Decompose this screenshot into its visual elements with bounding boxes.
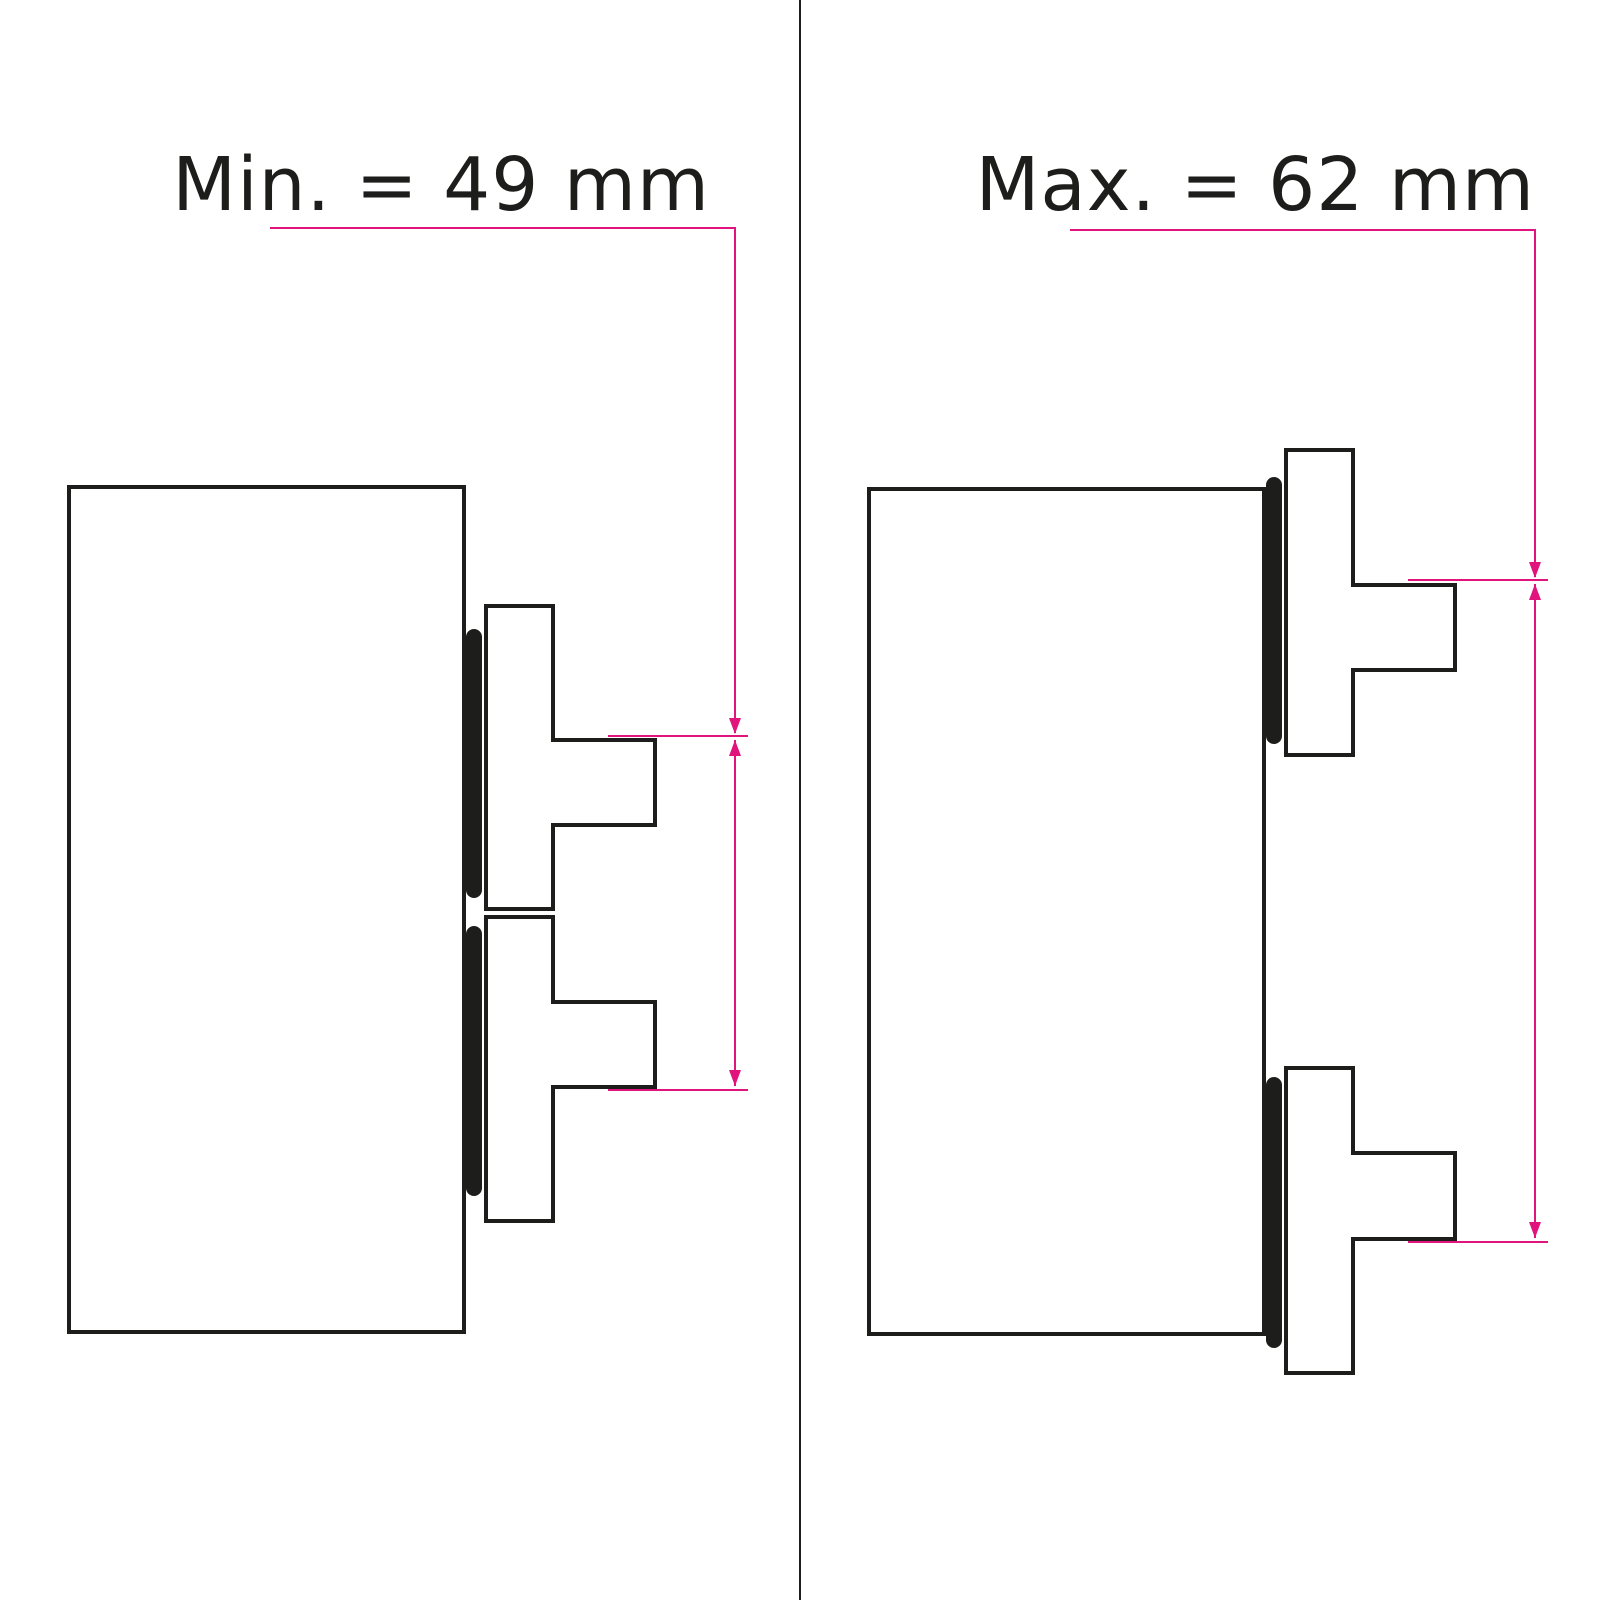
panel-max: Max. = 62 mm <box>867 142 1548 1375</box>
dimension-max <box>1070 229 1548 1243</box>
cabinet-panel-min <box>67 485 466 1334</box>
panel-min: Min. = 49 mm <box>67 142 748 1334</box>
handle-upper-max <box>1266 448 1457 757</box>
handle-lower-max <box>1266 1066 1457 1375</box>
cabinet-panel-max <box>867 487 1266 1336</box>
max-distance-label: Max. = 62 mm <box>976 142 1535 228</box>
dimension-min <box>270 227 748 1091</box>
min-distance-label: Min. = 49 mm <box>172 142 710 228</box>
handle-lower-min <box>466 915 657 1223</box>
handle-upper-min <box>466 604 657 911</box>
